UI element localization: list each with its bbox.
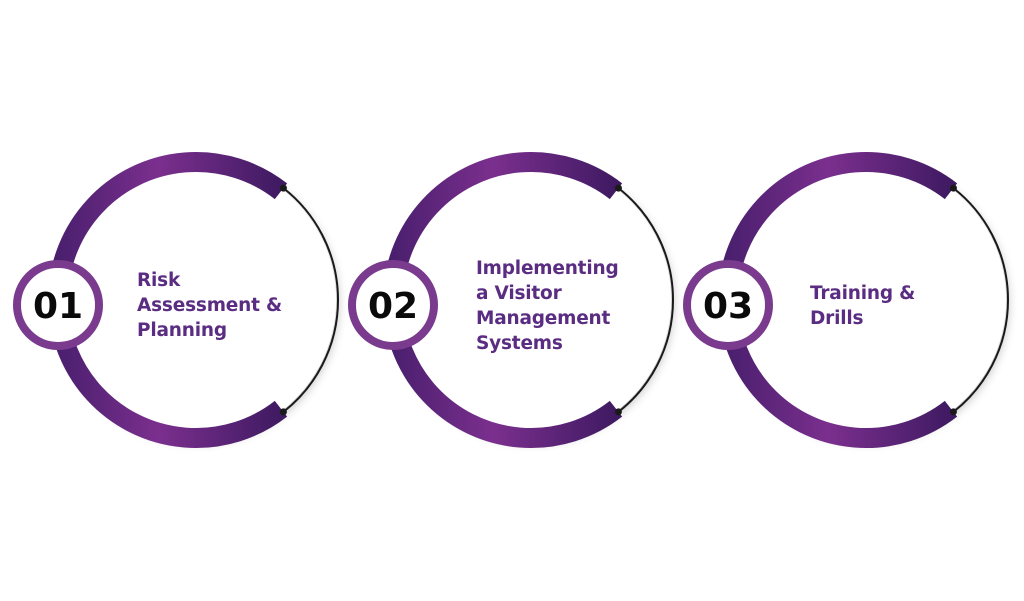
arc-end-dot <box>949 408 957 416</box>
step-number: 03 <box>703 286 753 327</box>
step-disc <box>726 160 1006 440</box>
step-3: 03 <box>683 152 1010 448</box>
connector-line <box>952 187 1010 413</box>
arc-end-dot <box>279 408 287 416</box>
step-1-label: Risk Assessment & Planning <box>137 270 282 341</box>
step-3-label: Training & Drills <box>810 283 916 329</box>
step-number: 01 <box>33 286 83 327</box>
step-number: 02 <box>368 286 418 327</box>
arc-end-dot <box>949 184 957 192</box>
number-badge <box>13 260 103 350</box>
step-disc <box>56 160 336 440</box>
connector-line <box>282 187 340 413</box>
number-badge <box>683 260 773 350</box>
connector-line <box>617 187 675 413</box>
arc-end-dot <box>614 184 622 192</box>
number-badge <box>348 260 438 350</box>
step-disc <box>391 160 671 440</box>
step-1: 01 <box>13 152 340 448</box>
step-2: 02 <box>348 152 675 448</box>
arc-end-dot <box>279 184 287 192</box>
step-2-label: Implementing a Visitor Management System… <box>476 258 619 354</box>
arc-end-dot <box>614 408 622 416</box>
